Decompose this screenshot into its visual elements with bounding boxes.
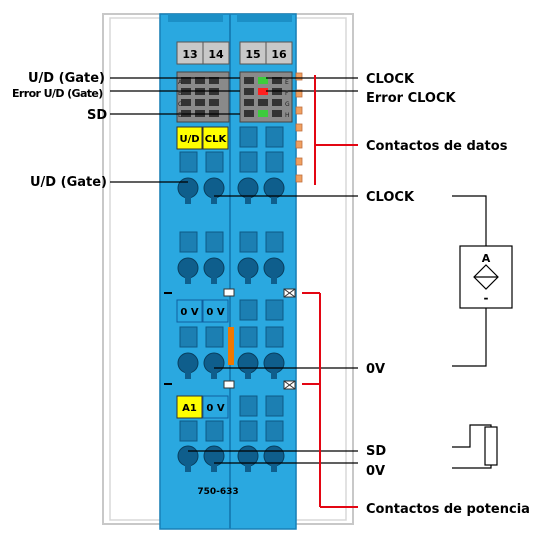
- clamp-openings: [177, 177, 285, 467]
- led-letter-h: H: [285, 112, 290, 119]
- slot-label-0v-a: 0 V: [180, 307, 198, 318]
- leader-lines: [110, 77, 358, 464]
- release-buttons: [179, 126, 284, 442]
- label-ud-gate-mid: U/D (Gate): [30, 175, 107, 190]
- data-contacts: [295, 72, 303, 183]
- led-sd-green: [258, 110, 268, 117]
- slot-label-a1: A1: [182, 403, 197, 414]
- label-0v-bottom: 0V: [366, 464, 385, 479]
- led-letter-g: G: [285, 101, 290, 108]
- led-letter-a: A: [178, 79, 183, 86]
- terminal-number-15: 15: [245, 48, 260, 61]
- led-letter-b: B: [178, 90, 182, 97]
- data-contacts-bracket: [314, 75, 358, 185]
- led-letter-e: E: [285, 79, 289, 86]
- sensor-a-label: A: [482, 252, 491, 265]
- sensor-minus-label: -: [484, 291, 489, 305]
- terminal-tabs: [176, 41, 293, 65]
- led-letter-d: D: [178, 112, 183, 119]
- label-contactos-potencia: Contactos de potencia: [366, 502, 530, 517]
- power-contact-markers: [223, 288, 296, 390]
- label-clock-top: CLOCK: [366, 72, 415, 87]
- model-number: 750-633: [197, 487, 238, 497]
- label-sd-top: SD: [87, 108, 107, 123]
- label-error-ud-gate: Error U/D (Gate): [12, 87, 103, 100]
- slot-label-clk: CLK: [205, 134, 228, 145]
- label-sd-bottom: SD: [366, 444, 386, 459]
- label-0v-mid: 0V: [366, 362, 385, 377]
- sensor-symbol: [452, 195, 513, 367]
- resistor-symbol: [452, 424, 498, 469]
- slot-label-0v-c: 0 V: [206, 403, 224, 414]
- left-dashes: [164, 292, 172, 385]
- label-contactos-datos: Contactos de datos: [366, 139, 508, 154]
- slot-label-ud: U/D: [179, 134, 199, 145]
- terminal-number-16: 16: [271, 48, 287, 61]
- terminal-number-13: 13: [182, 48, 197, 61]
- label-error-clock: Error CLOCK: [366, 91, 457, 106]
- led-letter-c: C: [178, 101, 182, 108]
- power-contacts-bracket: [302, 292, 358, 508]
- terminal-number-14: 14: [208, 48, 224, 61]
- orange-indicator: [228, 327, 234, 365]
- led-clock-green: [258, 77, 268, 84]
- led-letter-f: F: [285, 90, 289, 97]
- label-slots: [176, 126, 229, 419]
- led-error-red: [258, 88, 268, 95]
- clamp-keyholes: [185, 194, 277, 472]
- label-ud-gate-top: U/D (Gate): [28, 71, 105, 86]
- slot-label-0v-b: 0 V: [206, 307, 224, 318]
- label-clock-mid: CLOCK: [366, 190, 415, 205]
